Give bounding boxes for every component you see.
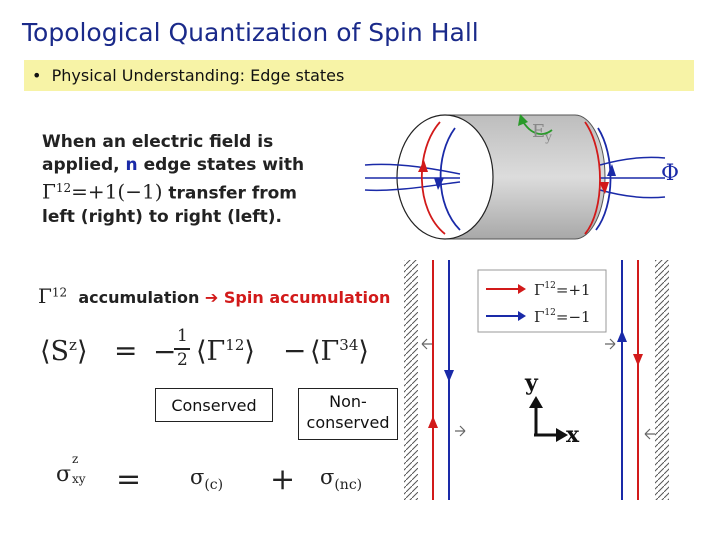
edge-state-blue xyxy=(595,127,612,231)
left-wall xyxy=(404,260,418,500)
arrow-icon xyxy=(444,370,454,382)
eq1-term2-a: ⟨Γ xyxy=(310,336,340,367)
para-gamma: Γ xyxy=(42,179,56,204)
nonconserved-line1: Non- xyxy=(329,392,367,411)
eq2-plus: + xyxy=(270,462,296,497)
arrow-icon xyxy=(617,330,627,342)
conserved-label: Conserved xyxy=(155,388,273,422)
edge-state-red xyxy=(420,121,446,235)
flux-label: Φ xyxy=(661,161,679,186)
eq1-lhs-sup: z xyxy=(69,336,77,354)
eq1-term2-end: ⟩ xyxy=(358,336,369,367)
arrow-icon xyxy=(556,428,568,442)
nonconserved-line2: conserved xyxy=(306,413,390,432)
eq1-term1-a: ⟨Γ xyxy=(196,336,226,367)
eq1-term1-end: ⟩ xyxy=(244,336,255,367)
arrow-icon xyxy=(599,182,609,194)
accum-gamma: Γ xyxy=(38,284,52,308)
flux-line xyxy=(599,156,666,166)
para-part2: edge states with xyxy=(137,155,305,175)
eq1-term2: ⟨Γ34⟩ xyxy=(310,336,369,367)
cylinder-diagram: Ey Φ xyxy=(364,114,679,240)
eq1-minus: − xyxy=(153,335,177,368)
sigma-nonconserved: σ(nc) xyxy=(320,465,362,493)
accum-result: Spin accumulation xyxy=(223,288,391,307)
arrow-icon xyxy=(518,284,526,294)
eq1-lhs: ⟨S xyxy=(40,336,70,367)
arrow-icon xyxy=(518,114,528,126)
flux-line xyxy=(364,181,461,192)
legend-entry-2: Γ12=−1 xyxy=(534,308,591,326)
eq2-nc-sub: (nc) xyxy=(334,477,363,494)
spin-equation: ⟨Sz⟩ xyxy=(40,336,87,367)
eq2-sub: xy xyxy=(72,472,86,486)
flux-line xyxy=(599,189,666,199)
axis-x-label: x xyxy=(566,422,580,448)
eq1-equals: = xyxy=(114,334,138,367)
eq1-term1: ⟨Γ12⟩ xyxy=(196,336,255,367)
arrow-icon: ➔ xyxy=(204,288,219,307)
eq2-sigma: σ xyxy=(56,462,72,487)
bullet-marker: • xyxy=(32,66,42,85)
eq1-term2-sup: 34 xyxy=(339,336,359,354)
arrow-icon xyxy=(529,396,543,408)
eq2-sup: z xyxy=(72,452,79,466)
arrow-icon xyxy=(633,354,643,366)
eq1-frac-num: 1 xyxy=(177,326,188,346)
sigma-conserved: σ(c) xyxy=(190,465,223,493)
sigma-xy: σ z xy xyxy=(56,452,86,487)
accumulation-line: Γ12 accumulation ➔ Spin accumulation xyxy=(38,284,390,308)
legend-entry-1: Γ12=+1 xyxy=(534,281,591,299)
eq2-c-sigma: σ xyxy=(190,465,205,489)
axis-y-label: y xyxy=(524,370,539,396)
arrow-icon xyxy=(418,160,428,172)
eq2-c-sub: (c) xyxy=(204,477,224,494)
accum-gamma-sup: 12 xyxy=(51,285,68,300)
arrow-icon xyxy=(607,164,616,176)
slide-title: Topological Quantization of Spin Hall xyxy=(22,18,479,47)
bullet-point: • Physical Understanding: Edge states xyxy=(32,66,344,85)
flux-line xyxy=(364,163,461,175)
para-part1: When an electric field is applied, xyxy=(42,132,274,175)
edge-strip-diagram: Γ12=+1 Γ12=−1 y x xyxy=(404,260,669,500)
accum-text: accumulation xyxy=(78,288,200,307)
explanation-paragraph: When an electric field is applied, n edg… xyxy=(42,131,332,229)
bullet-highlight xyxy=(24,60,694,91)
para-gamma-sup: 12 xyxy=(55,181,72,195)
right-wall xyxy=(655,260,669,500)
para-eq: =+1(−1) xyxy=(71,179,163,204)
fraction-bar xyxy=(174,348,190,350)
eq1-frac-den: 2 xyxy=(177,350,188,370)
eq1-term1-sup: 12 xyxy=(225,336,245,354)
eq2-nc-sigma: σ xyxy=(320,465,335,489)
cylinder-face xyxy=(396,114,494,240)
eq2-equals: = xyxy=(116,462,142,497)
arrow-icon xyxy=(428,416,438,428)
legend-box xyxy=(477,269,607,333)
bullet-text: Physical Understanding: Edge states xyxy=(51,66,345,85)
edge-state-red xyxy=(584,121,601,235)
nonconserved-label: Non- conserved xyxy=(298,388,398,440)
arrow-icon xyxy=(434,178,444,190)
eq1-minus2: − xyxy=(283,334,307,367)
arrow-icon xyxy=(518,311,526,321)
eq1-lhs-end: ⟩ xyxy=(76,336,88,367)
flow-arrows xyxy=(421,338,655,440)
para-part3: transfer from left (right) to right (lef… xyxy=(42,183,298,227)
efield-label: Ey xyxy=(532,121,552,144)
para-n: n xyxy=(125,155,138,175)
